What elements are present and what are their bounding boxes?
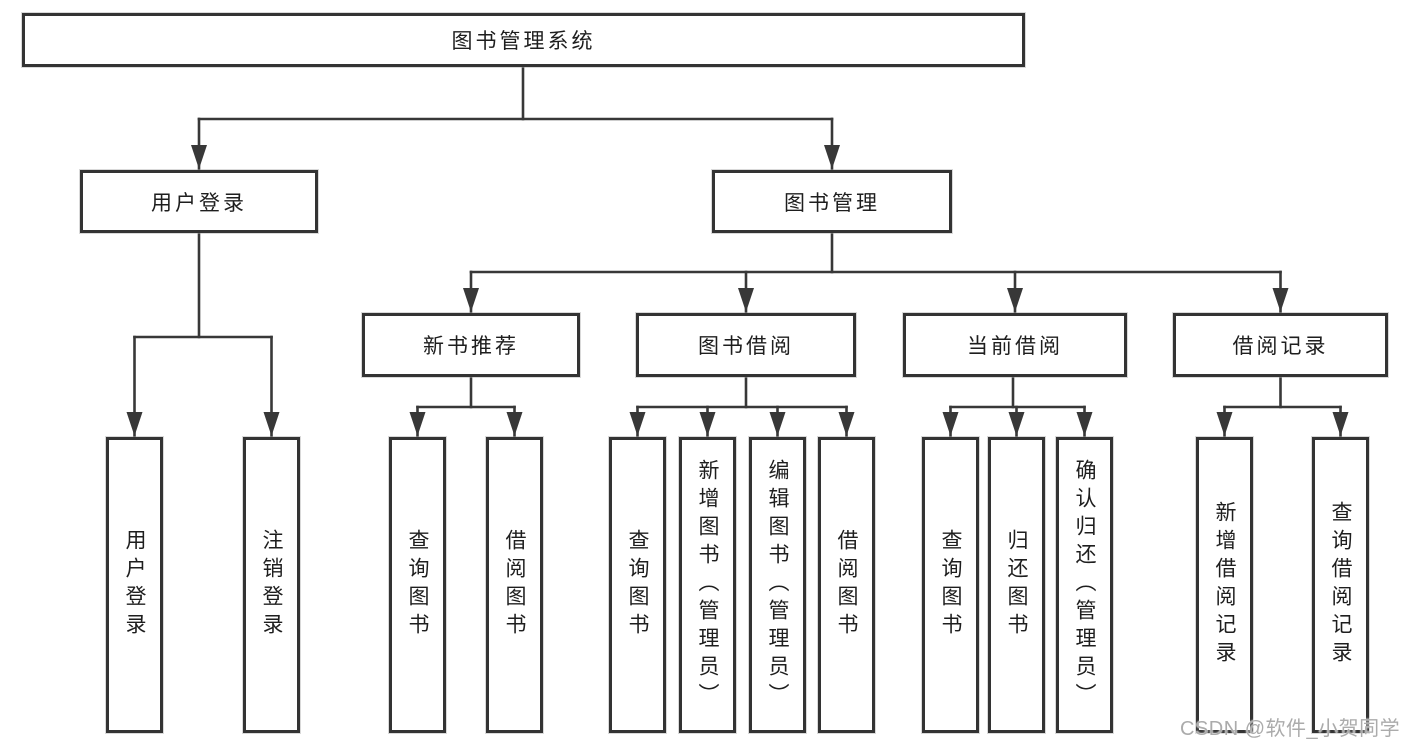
leaf-query-borrow-record-label: 查询借阅记录 [1329,501,1352,669]
leaf-query-books-recommend-label: 查询图书 [406,529,429,641]
leaf-edit-book-admin-label: 编辑图书（管理员） [766,459,789,711]
leaf-query-books-current-label: 查询图书 [939,529,962,641]
leaf-return-book-label: 归还图书 [1005,529,1028,641]
leaf-borrow-books-borrowing: 借阅图书 [818,437,875,733]
leaf-edit-book-admin: 编辑图书（管理员） [749,437,806,733]
node-user-login: 用户登录 [80,170,318,233]
watermark-text: CSDN @软件_小贺同学 [1180,718,1401,740]
leaf-borrow-books-recommend: 借阅图书 [486,437,543,733]
node-root: 图书管理系统 [22,13,1025,67]
leaf-confirm-return-admin-label: 确认归还（管理员） [1073,459,1096,711]
node-borrowing-records: 借阅记录 [1173,313,1388,377]
node-current-borrowing: 当前借阅 [903,313,1127,377]
leaf-return-book: 归还图书 [988,437,1045,733]
leaf-query-borrow-record: 查询借阅记录 [1312,437,1369,733]
leaf-borrow-books-borrowing-label: 借阅图书 [835,529,858,641]
node-book-management: 图书管理 [712,170,952,233]
leaf-borrow-books-recommend-label: 借阅图书 [503,529,526,641]
leaf-query-books-current: 查询图书 [922,437,979,733]
leaf-add-borrow-record: 新增借阅记录 [1196,437,1253,733]
leaf-confirm-return-admin: 确认归还（管理员） [1056,437,1113,733]
leaf-query-books-recommend: 查询图书 [389,437,446,733]
node-new-book-recommendation: 新书推荐 [362,313,580,377]
leaf-query-books-borrowing-label: 查询图书 [626,529,649,641]
leaf-logout: 注销登录 [243,437,300,733]
leaf-logout-label: 注销登录 [260,529,283,641]
node-book-borrowing: 图书借阅 [636,313,856,377]
leaf-user-login-label: 用户登录 [123,529,146,641]
leaf-user-login: 用户登录 [106,437,163,733]
leaf-add-borrow-record-label: 新增借阅记录 [1213,501,1236,669]
leaf-add-book-admin: 新增图书（管理员） [679,437,736,733]
leaf-add-book-admin-label: 新增图书（管理员） [696,459,719,711]
leaf-query-books-borrowing: 查询图书 [609,437,666,733]
